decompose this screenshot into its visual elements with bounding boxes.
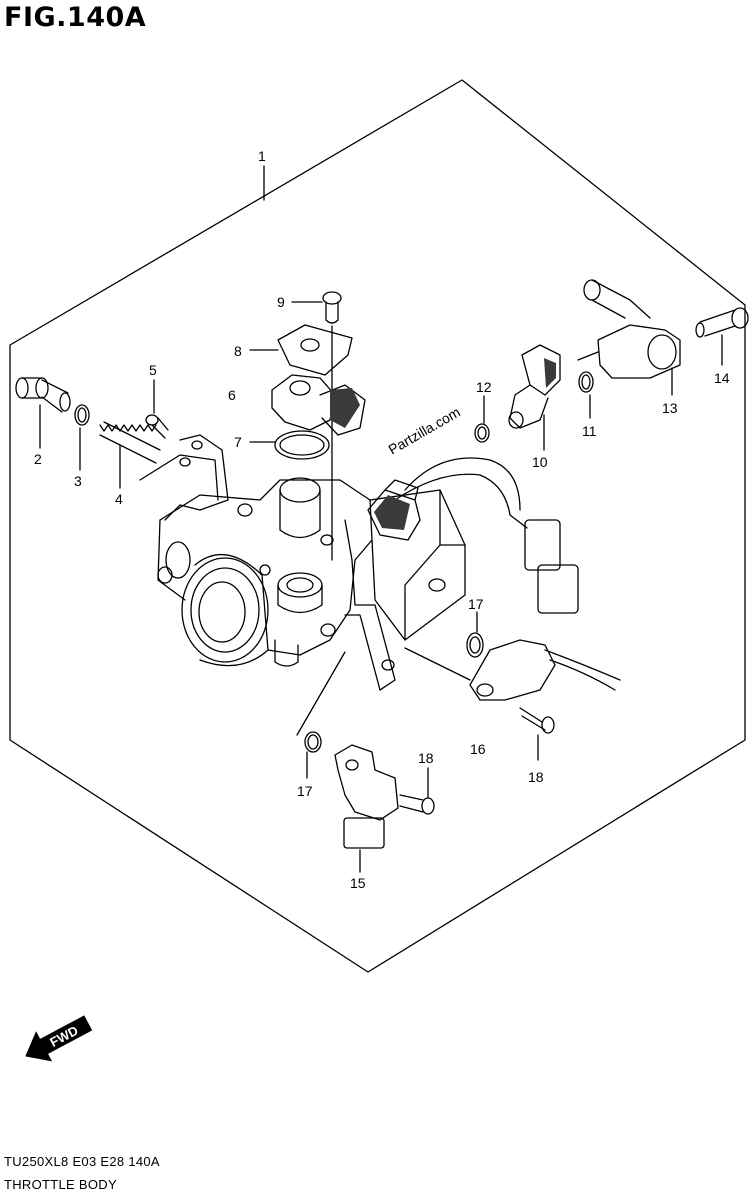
callout-10: 10: [532, 454, 548, 470]
callout-12: 12: [476, 379, 492, 395]
callout-2: 2: [34, 451, 42, 467]
callout-13: 13: [662, 400, 678, 416]
callout-9: 9: [277, 294, 285, 310]
part-10-injector: [508, 344, 561, 451]
part-13-fuel-pipe: [577, 279, 681, 396]
callout-15: 15: [350, 875, 366, 891]
callout-labels: 1 2 3 4 5 6 7 8 9 10 11 12 13 14 15 16 1…: [34, 148, 730, 891]
fwd-label: FWD: [47, 1023, 80, 1050]
throttle-body-main: [139, 434, 396, 691]
callout-5: 5: [149, 362, 157, 378]
part-11-o-ring: [578, 371, 594, 419]
callout-1: 1: [258, 148, 266, 164]
part-17-o-ring-upper: [466, 611, 484, 658]
sensor-module: [367, 457, 579, 641]
watermark: Partzilla.com: [386, 404, 463, 458]
model-code: TU250XL8 E03 E28 140A: [4, 1154, 160, 1169]
callout-17-lower: 17: [297, 783, 313, 799]
assembly-boundary: [9, 79, 746, 973]
part-12-o-ring: [474, 395, 490, 443]
callout-6: 6: [228, 387, 236, 403]
part-3-o-ring: [74, 404, 90, 471]
callout-7: 7: [234, 434, 242, 450]
part-2-adjusting-screw: [15, 377, 71, 449]
callout-4: 4: [115, 491, 123, 507]
callout-17-upper: 17: [468, 596, 484, 612]
part-8-plate: [249, 324, 353, 376]
callout-8: 8: [234, 343, 242, 359]
callout-16: 16: [470, 741, 486, 757]
part-14-bolt: [695, 307, 749, 366]
part-18-bolt-lower: [399, 767, 435, 815]
part-7-o-ring: [249, 430, 330, 460]
callout-18-upper: 18: [528, 769, 544, 785]
part-4-spring: [99, 421, 161, 489]
part-18-bolt-upper: [519, 707, 555, 761]
callout-11: 11: [582, 423, 597, 439]
callout-14: 14: [714, 370, 730, 386]
callout-3: 3: [74, 473, 82, 489]
part-16-sensor: [404, 639, 621, 701]
part-5-screw: [145, 379, 169, 439]
part-17-o-ring-lower: [304, 731, 322, 779]
part-15-sensor: [334, 744, 399, 873]
part-9-screw: [291, 291, 342, 324]
fwd-arrow-icon: FWD: [25, 1015, 93, 1062]
callout-18-lower: 18: [418, 750, 434, 766]
figure-title: FIG.140A: [4, 2, 147, 33]
section-name: THROTTLE BODY: [4, 1177, 117, 1192]
